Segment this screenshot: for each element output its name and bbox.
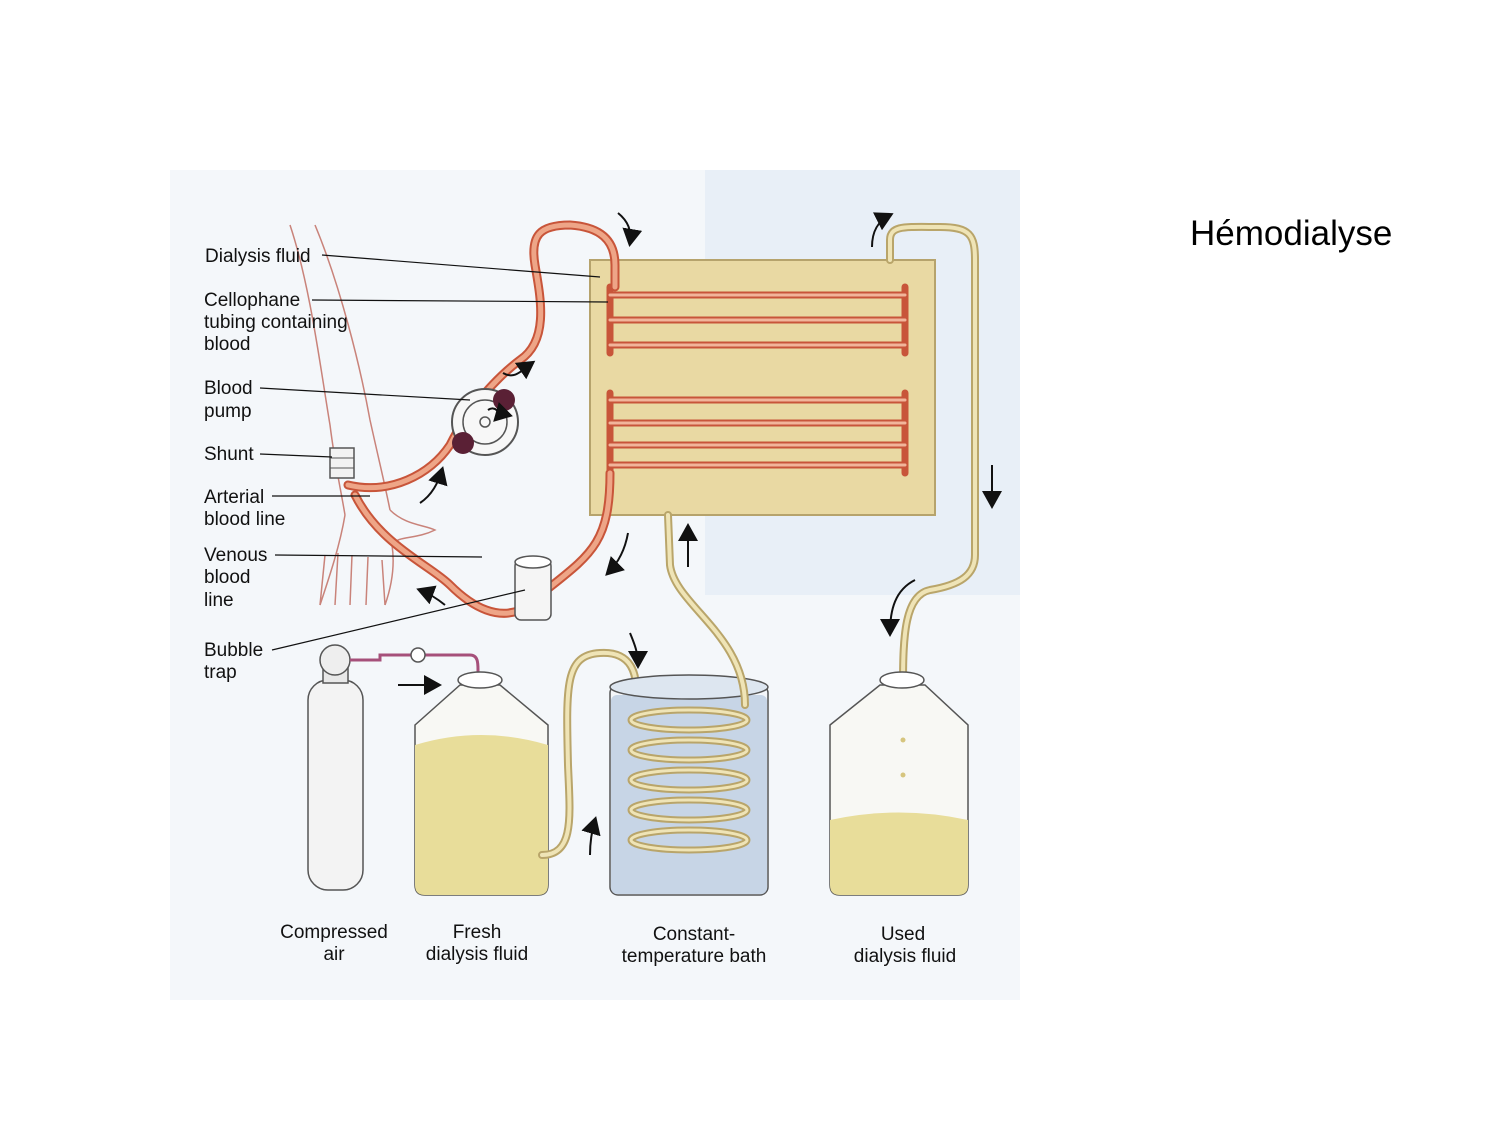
label-cellophane-line1: Cellophane <box>204 290 300 311</box>
flow-arrow <box>880 579 916 637</box>
label-compressed-air-line2: air <box>323 944 345 965</box>
flow-arrow <box>871 212 894 248</box>
label-blood-pump-line1: Blood <box>204 378 253 399</box>
flow-arrow <box>617 212 643 247</box>
blood-pump <box>451 388 519 456</box>
diagram-labels: Dialysis fluid Cellophane tubing contain… <box>204 246 956 967</box>
label-dialysis-fluid: Dialysis fluid <box>205 246 311 267</box>
fresh-fluid-bottle <box>414 671 549 896</box>
label-bath-line1: Constant- <box>653 924 735 945</box>
constant-temperature-bath <box>609 674 769 896</box>
slide-title: Hémodialyse <box>1190 214 1393 253</box>
compressed-air-cylinder <box>307 644 480 891</box>
label-venous-line3: line <box>204 590 234 611</box>
label-shunt: Shunt <box>204 444 254 465</box>
label-cellophane-line3: blood <box>204 334 251 355</box>
flow-arrow <box>502 360 536 380</box>
label-compressed-air-line1: Compressed <box>280 922 388 943</box>
flow-arrow <box>416 585 446 606</box>
label-used-fluid-line1: Used <box>881 924 925 945</box>
flow-arrow <box>605 532 629 576</box>
label-cellophane-line2: tubing containing <box>204 312 348 333</box>
flow-arrow <box>487 402 513 422</box>
label-arterial-line1: Arterial <box>204 487 264 508</box>
bath-to-dialyzer-tube <box>664 511 749 709</box>
arm-illustration <box>289 224 437 606</box>
label-fresh-fluid-line2: dialysis fluid <box>426 944 528 965</box>
flow-arrow <box>419 466 448 504</box>
label-bubble-trap-line2: trap <box>204 662 237 683</box>
flow-arrows <box>398 212 1002 856</box>
used-fluid-tube <box>886 222 979 689</box>
leader-lines <box>259 254 609 651</box>
label-venous-line1: Venous <box>204 545 267 566</box>
used-fluid-bottle <box>829 671 969 896</box>
hemodialysis-diagram: Dialysis fluid Cellophane tubing contain… <box>170 165 1030 1000</box>
label-bath-line2: temperature bath <box>622 946 767 967</box>
fresh-fluid-tube <box>538 648 640 859</box>
label-fresh-fluid-line1: Fresh <box>453 922 502 943</box>
label-blood-pump-line2: pump <box>204 401 252 422</box>
pump-roller <box>493 389 515 411</box>
bubble-trap <box>514 555 552 621</box>
venous-blood-line <box>350 468 615 618</box>
dialyzer <box>589 259 936 516</box>
label-used-fluid-line2: dialysis fluid <box>854 946 956 967</box>
label-venous-line2: blood <box>204 567 251 588</box>
label-bubble-trap-line1: Bubble <box>204 640 263 661</box>
flow-arrow <box>627 632 648 669</box>
flow-arrow <box>581 816 601 856</box>
pump-roller <box>452 432 474 454</box>
label-arterial-line2: blood line <box>204 509 285 530</box>
shunt <box>329 447 355 479</box>
arterial-blood-line <box>343 220 620 493</box>
